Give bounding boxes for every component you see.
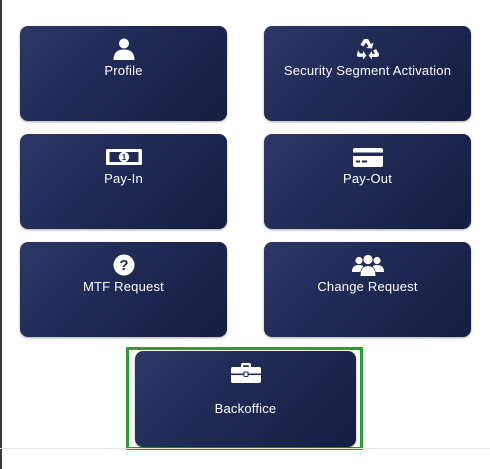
backoffice-button[interactable]: Backoffice [135, 351, 356, 447]
briefcase-icon [135, 361, 356, 385]
users-icon [264, 253, 471, 277]
change-request-label: Change Request [317, 279, 418, 294]
bottom-divider [0, 448, 490, 449]
pay-out-label: Pay-Out [342, 171, 393, 186]
profile-label: Profile [104, 63, 143, 78]
recycle-icon [264, 37, 471, 61]
pay-out-button[interactable]: Pay-Out [264, 134, 471, 229]
security-segment-activation-button[interactable]: Security Segment Activation [264, 26, 471, 121]
pay-in-label: Pay-In [104, 171, 143, 186]
banknote-icon: 1 [20, 145, 227, 169]
pay-in-button[interactable]: 1 Pay-In [20, 134, 227, 229]
left-border [0, 0, 2, 469]
svg-text:?: ? [119, 257, 128, 274]
question-circle-icon: ? [20, 253, 227, 277]
mtf-request-label: MTF Request [83, 279, 164, 294]
mtf-request-button[interactable]: ? MTF Request [20, 242, 227, 337]
backoffice-label: Backoffice [214, 401, 277, 416]
credit-card-icon [264, 145, 471, 169]
svg-text:1: 1 [121, 153, 126, 162]
security-segment-activation-label: Security Segment Activation [283, 63, 452, 78]
change-request-button[interactable]: Change Request [264, 242, 471, 337]
user-icon [20, 37, 227, 61]
profile-button[interactable]: Profile [20, 26, 227, 121]
